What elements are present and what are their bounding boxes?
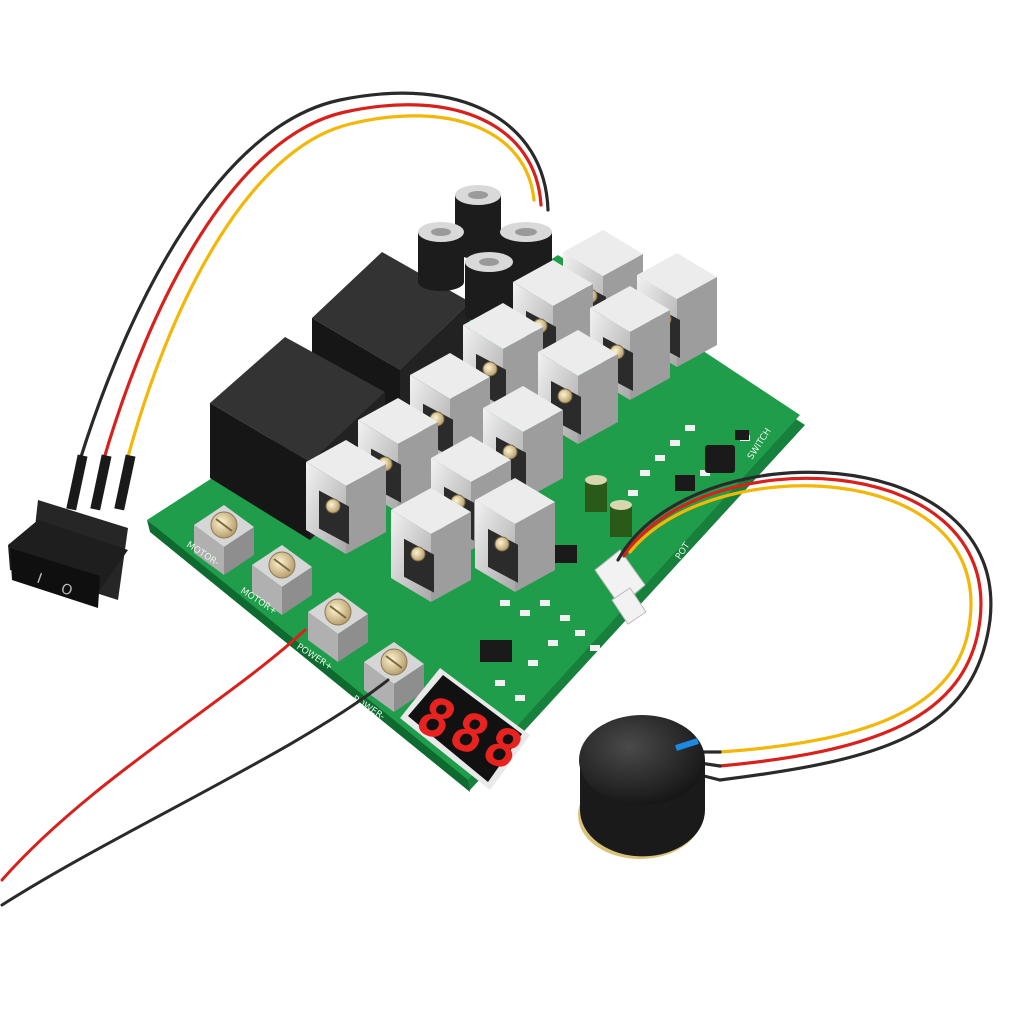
mosfet-heatsinks — [306, 230, 717, 602]
power-leads — [0, 628, 390, 907]
potentiometer-knob — [578, 715, 705, 859]
screw-terminal — [252, 545, 312, 615]
rocker-switch: I O — [8, 454, 136, 608]
switch-cable — [78, 91, 550, 466]
knob-marker — [675, 738, 699, 751]
small-capacitor — [610, 500, 632, 537]
capacitor — [455, 185, 501, 259]
small-capacitor — [585, 475, 607, 512]
wire-connectors — [594, 549, 647, 625]
switch-mark-on: I — [35, 571, 44, 587]
screw-terminal — [364, 642, 424, 712]
pot-cable — [616, 470, 993, 782]
heatsink — [306, 440, 386, 554]
capacitor — [418, 222, 464, 291]
screw-terminal — [194, 505, 254, 575]
heatsink — [475, 478, 555, 592]
switch-mark-off: O — [59, 581, 75, 600]
ic-chips — [480, 430, 749, 662]
screw-terminals — [194, 505, 424, 712]
heatsink — [391, 488, 471, 602]
screw-terminal — [308, 592, 368, 662]
